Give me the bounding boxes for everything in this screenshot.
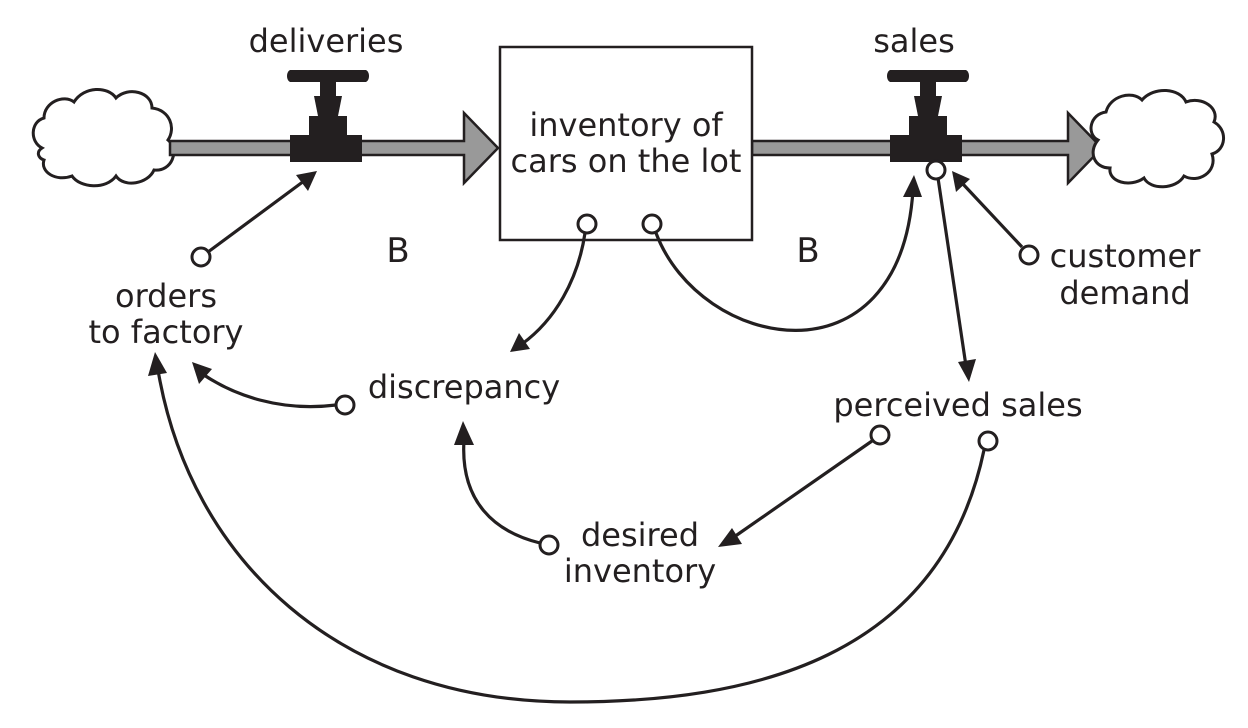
- link-sales-to-perceived-sales: [925, 159, 976, 382]
- link-discrepancy-to-orders: [192, 362, 356, 416]
- link-inventory-to-discrepancy: [510, 213, 598, 352]
- desired-inventory-label-line1: desired: [581, 516, 699, 554]
- sink-cloud-icon: [1089, 89, 1225, 189]
- link-inventory-to-sales: [641, 175, 922, 332]
- discrepancy-label: discrepancy: [368, 368, 560, 406]
- loop-marker-left: B: [386, 231, 409, 271]
- link-desired-inventory-to-discrepancy: [454, 421, 560, 556]
- deliveries-label: deliveries: [249, 22, 404, 60]
- desired-inventory-label-line2: inventory: [564, 552, 716, 590]
- link-perceived-sales-to-desired-inventory: [718, 424, 891, 547]
- orders-label-line2: to factory: [89, 313, 244, 351]
- sales-valve-icon[interactable]: [887, 70, 969, 162]
- deliveries-valve-icon[interactable]: [287, 70, 369, 162]
- customer-demand-label-line1: customer: [1050, 237, 1202, 275]
- orders-label-line1: orders: [115, 277, 217, 315]
- stock-label-line2: cars on the lot: [511, 142, 742, 180]
- stock-box[interactable]: [498, 45, 754, 242]
- link-perceived-sales-to-orders: [148, 352, 999, 704]
- source-cloud-icon: [31, 88, 176, 188]
- stock-label-line1: inventory of: [529, 106, 723, 144]
- customer-demand-label-line2: demand: [1059, 274, 1190, 312]
- perceived-sales-label: perceived sales: [833, 386, 1082, 424]
- loop-marker-right: B: [796, 231, 819, 271]
- link-orders-to-deliveries: [190, 171, 317, 268]
- link-customer-demand-to-sales: [952, 171, 1040, 266]
- sales-label: sales: [873, 22, 955, 60]
